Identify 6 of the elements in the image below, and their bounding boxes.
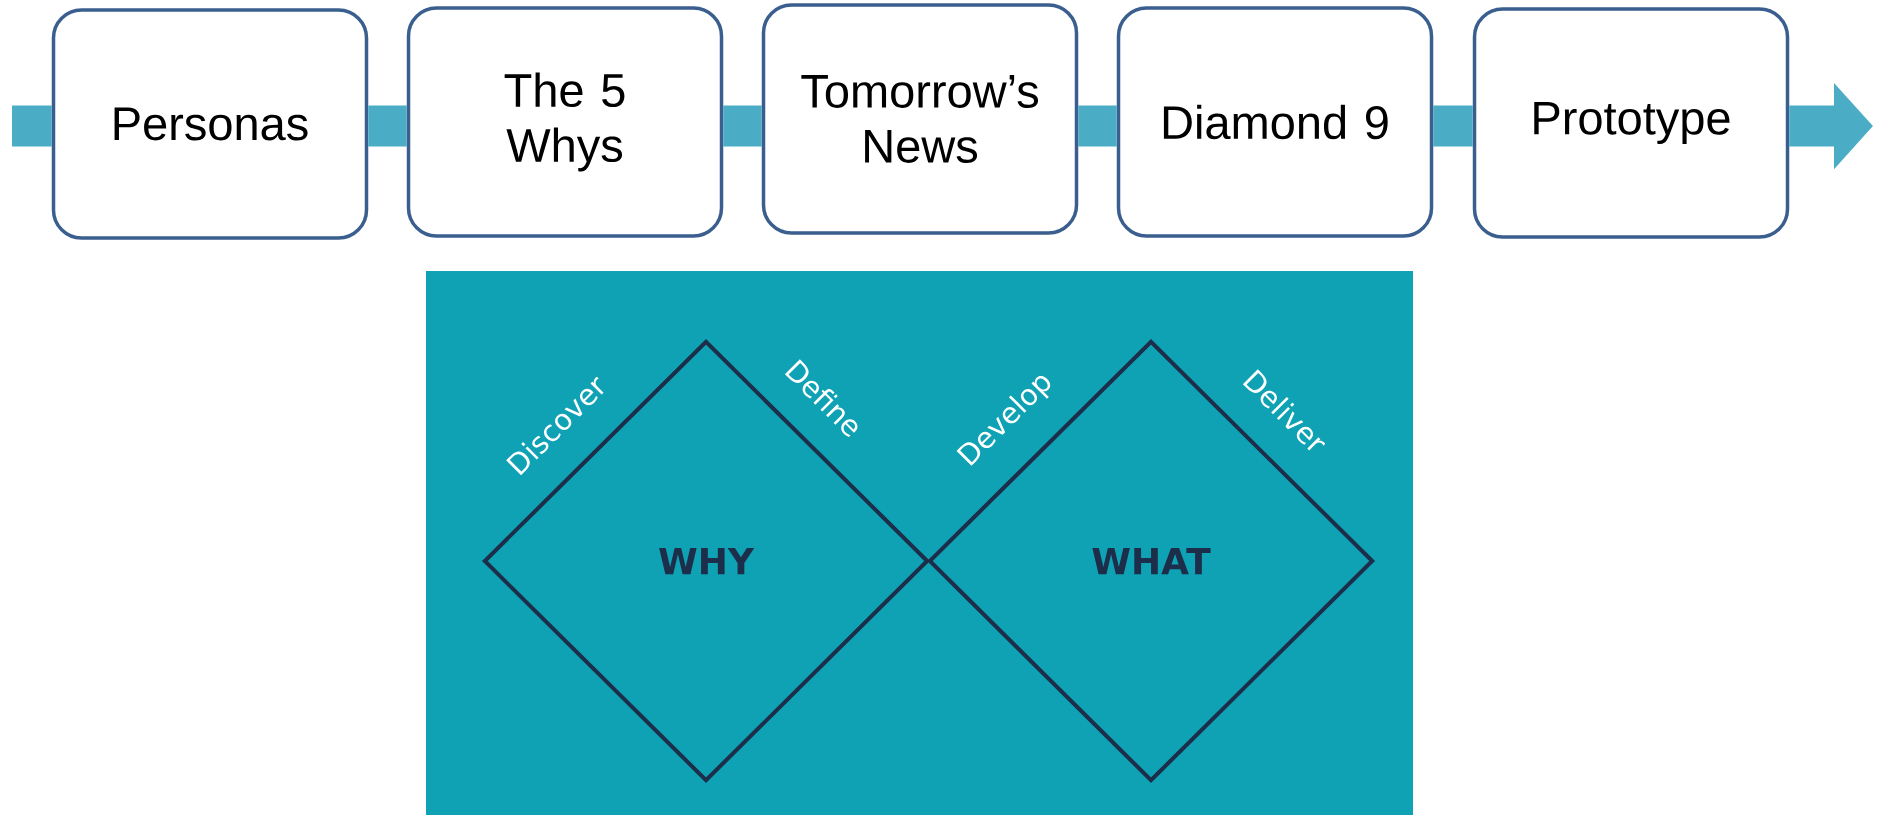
process-box: Tomorrow’s News xyxy=(761,3,1079,235)
process-box: Personas xyxy=(51,8,369,240)
panel xyxy=(426,271,1413,815)
process-box: Diamond 9 xyxy=(1116,6,1434,238)
process-box: Prototype xyxy=(1472,7,1790,239)
process-box: The 5 Whys xyxy=(406,6,724,238)
